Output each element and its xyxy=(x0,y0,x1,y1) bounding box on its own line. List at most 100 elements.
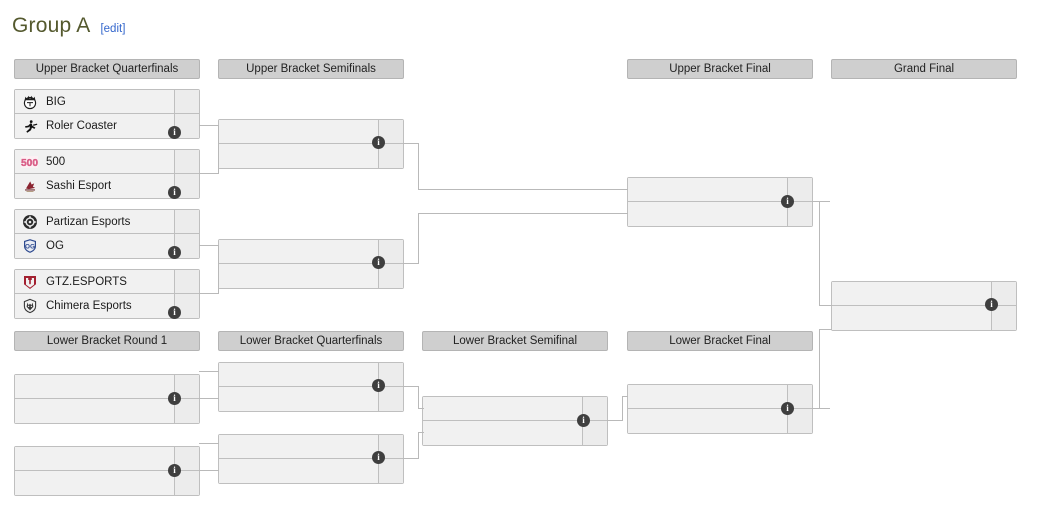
score-top xyxy=(174,90,199,113)
connector xyxy=(418,432,424,433)
gtz-esports-logo-icon xyxy=(21,273,38,290)
opponent-top: BIG xyxy=(15,93,174,110)
match-row[interactable] xyxy=(219,435,403,459)
info-icon[interactable]: i xyxy=(168,246,181,259)
round-header-upper-bracket-final: Upper Bracket Final xyxy=(627,59,813,79)
score-top xyxy=(174,150,199,173)
match-row[interactable] xyxy=(832,282,1016,306)
opponent-name: Partizan Esports xyxy=(46,215,131,228)
svg-text:OG: OG xyxy=(25,243,35,250)
connector xyxy=(199,293,219,294)
score-bottom xyxy=(378,264,403,288)
connector xyxy=(403,263,419,264)
chimera-esports-logo-icon xyxy=(21,298,38,315)
connector xyxy=(418,213,628,214)
connector xyxy=(418,213,419,263)
connector xyxy=(199,470,219,471)
info-icon[interactable]: i xyxy=(985,298,998,311)
info-icon[interactable]: i xyxy=(781,402,794,415)
match-row[interactable] xyxy=(219,264,403,288)
match-row[interactable]: OG OG xyxy=(15,234,199,258)
match-row[interactable]: 500 500 xyxy=(15,150,199,174)
opponent-name: Chimera Esports xyxy=(46,300,132,312)
info-icon[interactable]: i xyxy=(372,136,385,149)
score-top xyxy=(787,385,812,408)
match-row[interactable]: GTZ.ESPORTS xyxy=(15,270,199,294)
match-ubqf1[interactable]: BIG Roler Coaster xyxy=(14,89,200,139)
match-row[interactable]: Partizan Esports xyxy=(15,210,199,234)
match-row[interactable] xyxy=(628,202,812,226)
opponent-bottom: Roler Coaster xyxy=(15,118,174,135)
match-grand-final[interactable] xyxy=(831,281,1017,331)
match-row[interactable]: BIG xyxy=(15,90,199,114)
connector xyxy=(418,143,419,189)
partizan-esports-logo-icon xyxy=(21,213,38,230)
info-icon[interactable]: i xyxy=(781,195,794,208)
info-icon[interactable]: i xyxy=(168,464,181,477)
match-ubqf2[interactable]: 500 500 Sashi Esport xyxy=(14,149,200,199)
info-icon[interactable]: i xyxy=(168,186,181,199)
svg-text:500: 500 xyxy=(21,157,38,168)
connector xyxy=(199,443,219,444)
score-top xyxy=(582,397,607,420)
info-icon[interactable]: i xyxy=(372,379,385,392)
match-row[interactable] xyxy=(15,375,199,399)
score-bottom xyxy=(991,306,1016,330)
match-row[interactable] xyxy=(832,306,1016,330)
match-ubqf4[interactable]: GTZ.ESPORTS Chimera Esports xyxy=(14,269,200,319)
connector xyxy=(418,408,424,409)
score-top xyxy=(991,282,1016,305)
edit-link[interactable]: [edit] xyxy=(100,23,126,35)
score-top xyxy=(174,375,199,398)
opponent-top: GTZ.ESPORTS xyxy=(15,273,174,290)
connector xyxy=(218,269,219,294)
match-row[interactable] xyxy=(219,459,403,483)
match-row[interactable] xyxy=(15,399,199,423)
opponent-bottom: Chimera Esports xyxy=(15,298,174,315)
connector xyxy=(418,432,419,458)
connector xyxy=(199,245,219,246)
match-ubqf3[interactable]: Partizan Esports OG OG xyxy=(14,209,200,259)
match-row[interactable] xyxy=(219,144,403,168)
connector xyxy=(199,371,219,372)
connector xyxy=(622,396,623,420)
match-row[interactable] xyxy=(423,421,607,445)
connector xyxy=(199,173,219,174)
connector xyxy=(418,386,419,408)
round-header-lower-bracket-round-1: Lower Bracket Round 1 xyxy=(14,331,200,351)
connector xyxy=(403,386,419,387)
match-ubf1[interactable] xyxy=(627,177,813,227)
score-top xyxy=(378,435,403,458)
opponent-top: 500 500 xyxy=(15,153,174,170)
connector xyxy=(819,329,820,409)
match-lbr1a[interactable] xyxy=(14,374,200,424)
score-top xyxy=(378,240,403,263)
info-icon[interactable]: i xyxy=(168,392,181,405)
info-icon[interactable]: i xyxy=(577,414,590,427)
round-header-lower-bracket-semifinal: Lower Bracket Semifinal xyxy=(422,331,608,351)
team-500-logo-icon: 500 xyxy=(21,153,38,170)
info-icon[interactable]: i xyxy=(372,256,385,269)
connector xyxy=(819,201,820,305)
opponent-name: OG xyxy=(46,240,64,252)
connector xyxy=(403,458,419,459)
match-row[interactable] xyxy=(628,409,812,433)
connector xyxy=(403,143,419,144)
match-row[interactable] xyxy=(219,387,403,411)
match-row[interactable] xyxy=(15,471,199,495)
score-bottom xyxy=(378,144,403,168)
match-row[interactable] xyxy=(423,397,607,421)
opponent-name: 500 xyxy=(46,155,66,168)
info-icon[interactable]: i xyxy=(168,126,181,139)
opponent-name: GTZ.ESPORTS xyxy=(46,275,127,288)
connector xyxy=(218,149,219,174)
connector xyxy=(812,201,830,202)
info-icon[interactable]: i xyxy=(372,451,385,464)
opponent-name: Roler Coaster xyxy=(46,120,117,132)
page-title: Group A xyxy=(12,14,91,37)
match-lbsf1[interactable] xyxy=(422,396,608,446)
player-silhouette-icon xyxy=(21,118,38,135)
info-icon[interactable]: i xyxy=(168,306,181,319)
score-top xyxy=(174,210,199,233)
connector xyxy=(218,125,219,150)
